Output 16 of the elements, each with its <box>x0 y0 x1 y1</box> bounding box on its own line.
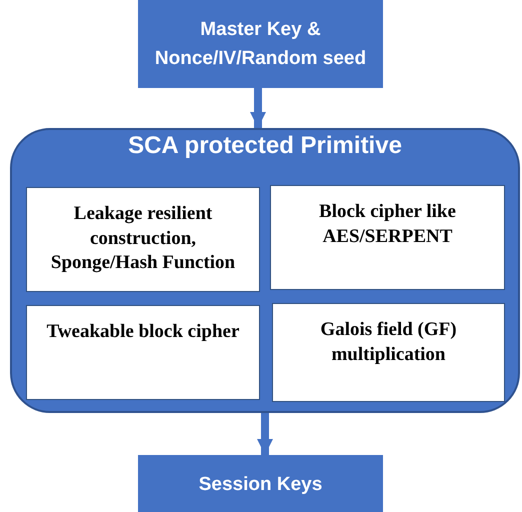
input-box <box>138 0 383 88</box>
box-label: Master Key & Nonce/IV/Random seed <box>154 18 368 71</box>
primitive-container <box>10 128 520 413</box>
box-label: Session Keys <box>198 473 324 498</box>
primitive-box <box>26 187 260 292</box>
primitive-box <box>270 185 505 290</box>
container-title: SCA protected Primitive <box>127 132 403 160</box>
primitive-box <box>272 303 505 402</box>
box-label: Leakage resilient construction, Sponge/Hash Function <box>50 202 236 276</box>
output-box <box>138 455 383 512</box>
primitive-box <box>26 305 260 400</box>
box-label: Block cipher like AES/SERPENT <box>318 200 457 249</box>
box-label: Tweakable block cipher <box>46 320 240 344</box>
box-label: Galois field (GF) multiplication <box>319 318 458 367</box>
arrow <box>250 88 266 128</box>
arrow <box>257 413 273 455</box>
